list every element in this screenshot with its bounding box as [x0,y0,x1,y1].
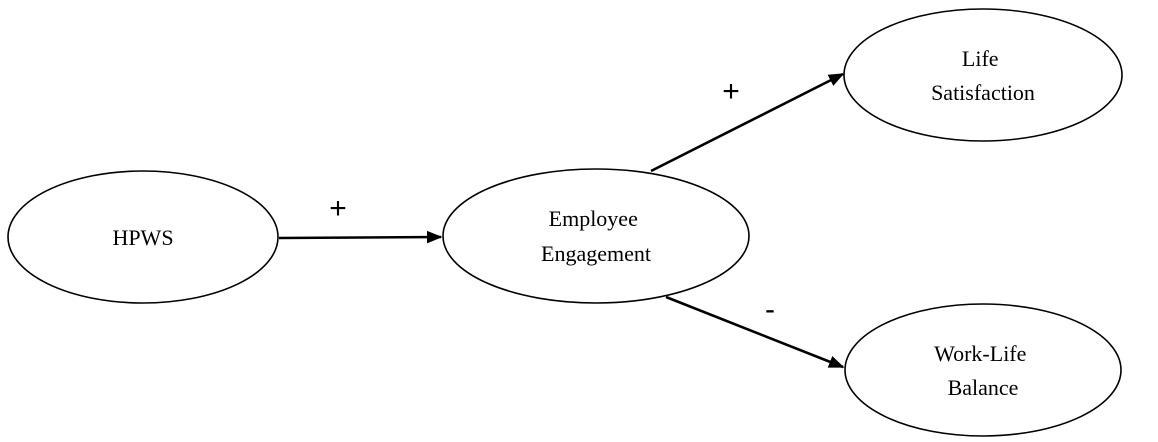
edge-engagement-to-life-satisfaction: + [650,72,845,173]
node-life-satisfaction-label-line-1: Life [962,46,999,71]
node-work-life-balance: Work-Life Balance [844,303,1122,437]
edge-hpws-to-engagement: + [278,192,443,244]
node-work-life-balance-ellipse [844,303,1122,437]
node-employee-engagement-ellipse [442,168,750,304]
node-hpws: HPWS [7,170,279,304]
node-life-satisfaction-label: Life Satisfaction [931,46,1035,105]
node-hpws-label-line-1: HPWS [112,225,173,250]
node-work-life-balance-label-line-2: Balance [948,375,1019,400]
sign-engagement-to-work-life-balance: - [765,293,775,326]
node-life-satisfaction: Life Satisfaction [843,8,1123,142]
node-hpws-ellipse [7,170,279,304]
sign-engagement-to-life-satisfaction: + [722,75,740,108]
node-employee-engagement-label-line-1: Employee [549,206,638,231]
node-hpws-label: HPWS [112,225,173,250]
arrow-hpws-to-engagement [278,230,443,244]
edge-engagement-to-work-life-balance: - [665,293,845,369]
arrow-engagement-to-work-life-balance [665,295,845,369]
node-life-satisfaction-label-line-2: Satisfaction [931,80,1035,105]
arrow-engagement-to-life-satisfaction [650,72,845,173]
node-work-life-balance-label: Work-Life Balance [934,341,1032,400]
node-employee-engagement-label: Employee Engagement [541,206,651,266]
node-work-life-balance-label-line-1: Work-Life [934,341,1026,366]
node-life-satisfaction-ellipse [843,8,1123,142]
sign-hpws-to-engagement: + [329,192,347,225]
node-employee-engagement: Employee Engagement [442,168,750,304]
node-employee-engagement-label-line-2: Engagement [541,241,651,266]
